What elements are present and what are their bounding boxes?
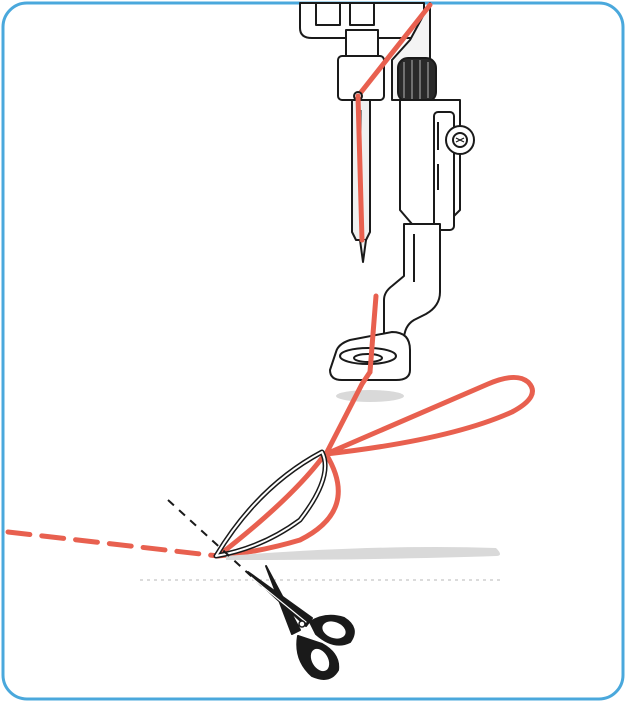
machine-head (299, 2, 475, 381)
thread-shadow (226, 547, 500, 560)
knurled-knob (397, 57, 437, 103)
scissors-icon (247, 565, 355, 680)
thread (5, 2, 535, 559)
threader-loop (213, 449, 328, 559)
cut-line (167, 499, 263, 587)
foot-shadow (336, 390, 404, 402)
